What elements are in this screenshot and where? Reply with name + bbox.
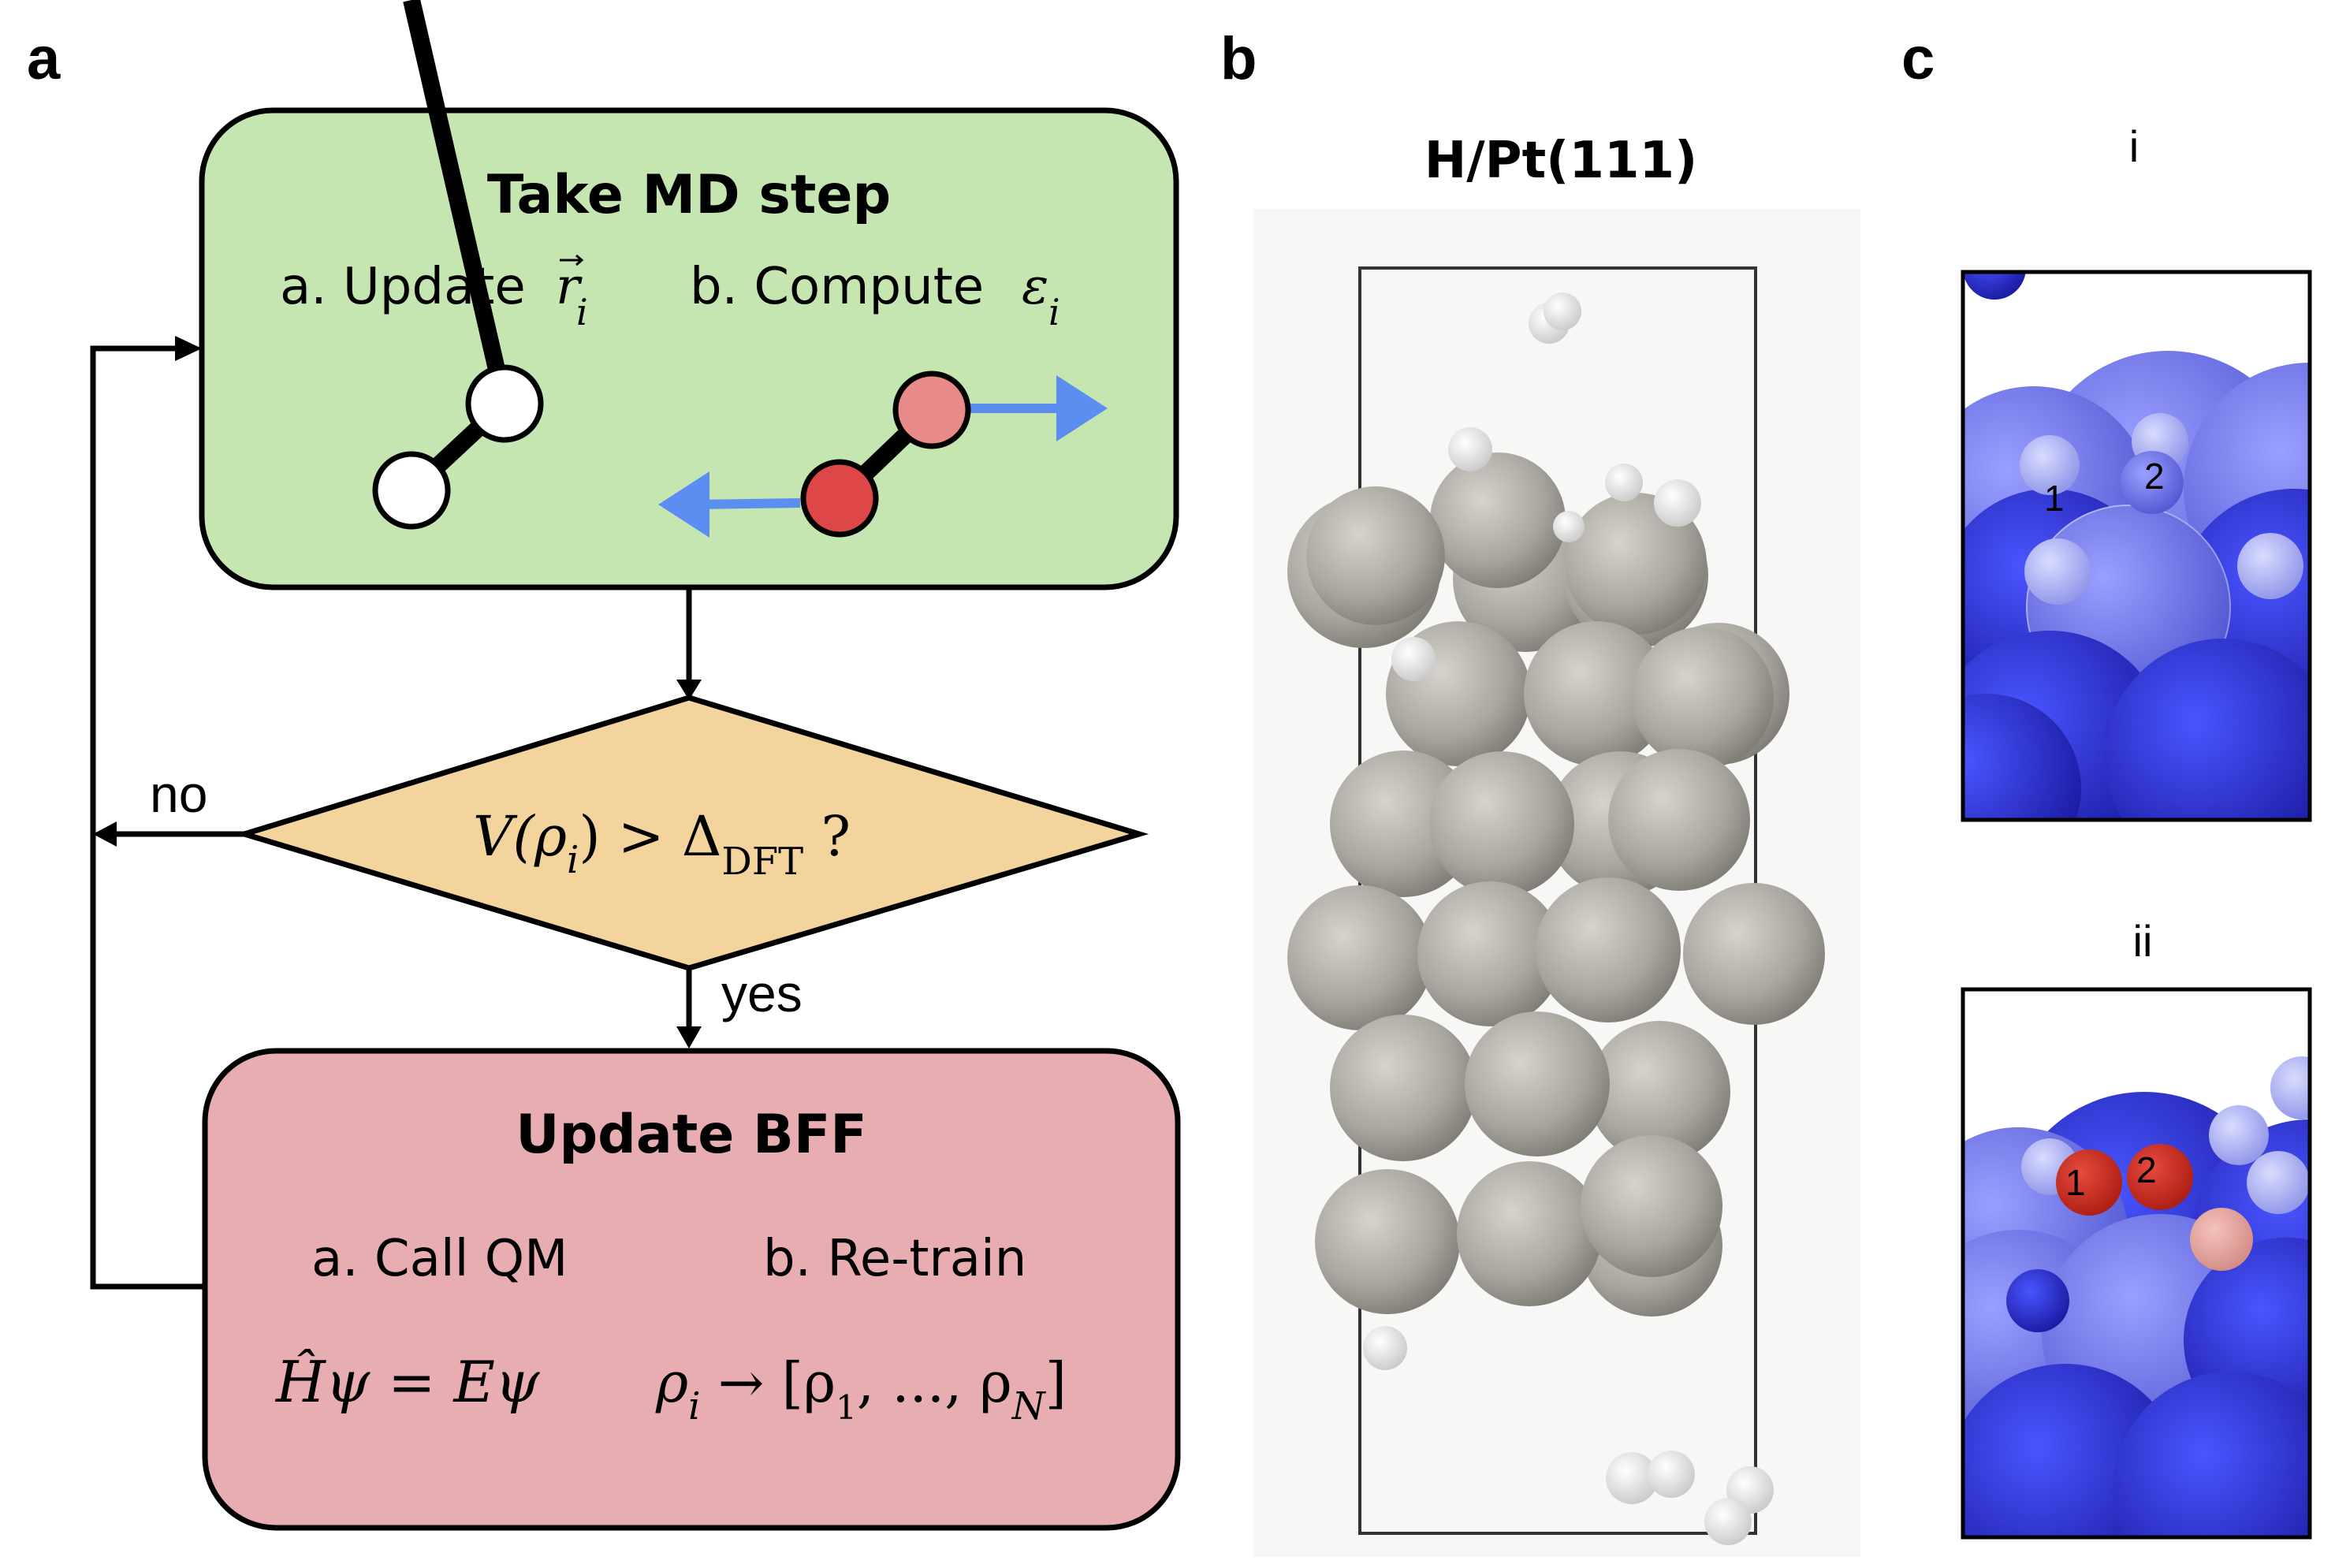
energy-symbol: ε	[1022, 258, 1048, 316]
decision-condition: V(ρi) > ΔDFT ?	[473, 804, 851, 884]
closeup-ii-site-1: 1	[2065, 1162, 2086, 1203]
pt-slab	[1287, 453, 1825, 1317]
feedback-loop-line	[90, 345, 205, 1290]
panel-label-b: b	[1220, 25, 1257, 92]
molecule-white-icon	[372, 0, 544, 530]
closeup-i-site-2: 2	[2144, 456, 2165, 497]
md-step-item-b: b. Compute	[690, 258, 984, 316]
structure-background	[1253, 209, 1860, 1557]
molecule-force-icon	[658, 371, 1108, 538]
closeup-ii-site-2: 2	[2136, 1149, 2157, 1190]
md-step-title: Take MD step	[487, 164, 891, 226]
panel-label-a: a	[27, 25, 61, 92]
h-atoms	[1363, 292, 1774, 1545]
descriptor-update: ρi → [ρ1, ..., ρN]	[655, 1350, 1067, 1428]
schrodinger-equation: Ĥψ = Eψ	[274, 1348, 541, 1415]
closeup-i-title: i	[2129, 121, 2139, 171]
label-yes: yes	[721, 964, 803, 1022]
closeup-i: i 1 2	[1961, 121, 2312, 822]
panel-label-c: c	[1901, 25, 1935, 92]
bff-item-b: b. Re-train	[763, 1230, 1026, 1288]
closeup-ii: ii 1 2	[1961, 916, 2312, 1540]
closeup-i-frame	[1961, 270, 2312, 822]
bff-item-a: a. Call QM	[311, 1230, 568, 1288]
energy-subscript: i	[1048, 291, 1060, 333]
closeup-ii-frame	[1961, 987, 2312, 1540]
closeup-ii-title: ii	[2133, 916, 2153, 966]
vector-arrow-mark	[560, 254, 584, 266]
label-no: no	[150, 765, 207, 823]
bff-title: Update BFF	[516, 1104, 867, 1166]
flowchart: Take MD step a. Update r i b. Compute ε …	[90, 0, 1181, 1531]
structure-title: H/Pt(111)	[1424, 132, 1698, 190]
closeup-i-site-1: 1	[2044, 478, 2065, 519]
structure-panel: H/Pt(111)	[1253, 132, 1860, 1557]
position-vector-symbol: r	[556, 258, 583, 316]
position-vector-subscript: i	[576, 291, 588, 333]
